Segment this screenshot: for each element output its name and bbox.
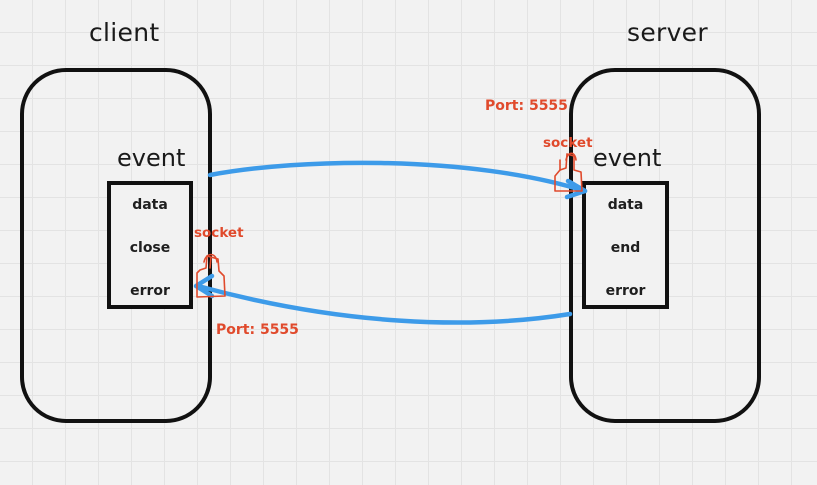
client-event-error: error xyxy=(130,283,170,299)
client-title: client xyxy=(89,18,160,47)
server-node xyxy=(569,68,761,423)
client-to-server-arrow xyxy=(207,160,588,194)
client-event-list: data close error xyxy=(107,181,193,309)
client-socket-marker-icon xyxy=(196,253,226,298)
client-event-close: close xyxy=(129,240,171,256)
server-socket-label: socket xyxy=(543,135,593,151)
client-event-data: data xyxy=(132,197,168,213)
server-event-list: data end error xyxy=(582,181,669,309)
client-port-label: Port: 5555 xyxy=(216,322,299,338)
client-node xyxy=(20,68,212,423)
server-to-client-arrowhead xyxy=(193,273,215,299)
client-socket-label: socket xyxy=(194,225,244,241)
server-event-data: data xyxy=(607,197,644,213)
server-event-error: error xyxy=(605,283,646,299)
server-socket-marker-icon xyxy=(554,152,583,192)
client-to-server-arrowhead xyxy=(564,178,588,200)
server-to-client-arrow xyxy=(195,283,573,325)
server-title: server xyxy=(627,18,708,47)
client-event-title: event xyxy=(117,144,186,172)
server-event-title: event xyxy=(593,144,662,172)
server-event-end: end xyxy=(610,240,641,256)
server-port-label: Port: 5555 xyxy=(485,98,568,114)
